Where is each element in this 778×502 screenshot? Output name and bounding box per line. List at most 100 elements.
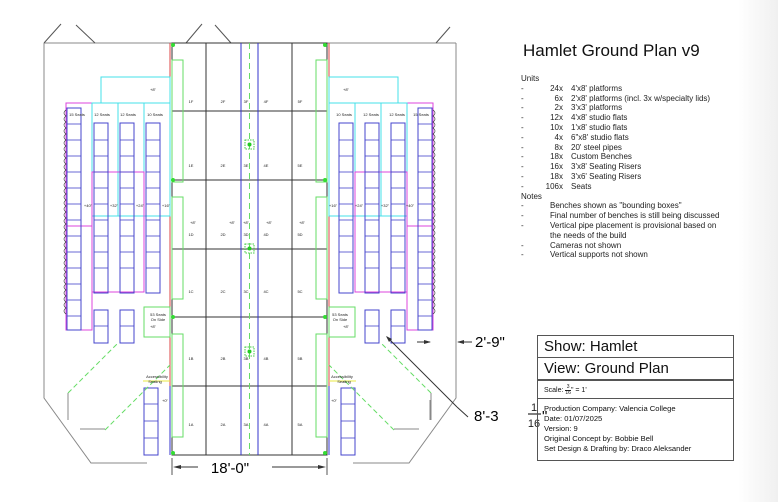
svg-text:+16": +16": [329, 203, 338, 208]
unit-desc: 2'x8' platforms (incl. 3x w/specialty li…: [571, 93, 711, 103]
unit-qty: 8x: [554, 142, 563, 152]
unit-qty: 10x: [550, 122, 563, 132]
bullet-dash: -: [521, 113, 524, 123]
svg-text:3B: 3B: [244, 356, 249, 361]
svg-text:Accessibility: Accessibility: [146, 374, 168, 379]
unit-desc: 20' steel pipes: [571, 142, 622, 152]
diagonal-dimension: 8'-3 1 16 ": [386, 336, 547, 430]
svg-text:": ": [542, 408, 547, 425]
svg-text:1B: 1B: [189, 356, 194, 361]
svg-text:5B: 5B: [298, 356, 303, 361]
bullet-dash: -: [521, 83, 524, 93]
drawing-title: Hamlet Ground Plan v9: [523, 41, 700, 60]
svg-text:+8": +8": [343, 87, 350, 92]
svg-text:3F: 3F: [244, 99, 249, 104]
svg-text:5F: 5F: [298, 99, 303, 104]
bullet-dash: -: [521, 201, 524, 211]
original-concept: Original Concept by: Bobbie Bell: [544, 434, 654, 443]
unit-desc: 3'x6' Seating Risers: [571, 171, 642, 181]
note-item: - Cameras not shown: [521, 241, 719, 251]
svg-text:3C: 3C: [243, 289, 248, 294]
note-text: the needs of the build: [550, 230, 627, 240]
unit-desc: 3'x3' platforms: [571, 103, 623, 113]
svg-text:3A: 3A: [244, 422, 249, 427]
unit-desc: 6"x8' studio flats: [571, 132, 629, 142]
left-seating: [63, 76, 171, 456]
bullet-dash: -: [521, 240, 524, 250]
note-text: Vertical pipe placement is provisional b…: [550, 220, 717, 230]
svg-text:1: 1: [531, 402, 537, 414]
svg-text:+8": +8": [266, 220, 273, 225]
seating-labels: +8" +8" 15 Seats 12 Seats 12 Seats 10 Se…: [69, 87, 429, 403]
left-curtain: [63, 109, 67, 315]
svg-text:Seating: Seating: [337, 379, 351, 384]
bullet-dash: -: [521, 181, 524, 191]
show-name: Show: Hamlet: [538, 336, 733, 358]
svg-text:Seating: Seating: [148, 379, 162, 384]
svg-text:5A: 5A: [298, 422, 303, 427]
stage-platforms: [169, 42, 330, 456]
svg-text:+40": +40": [84, 203, 93, 208]
unit-desc: 1'x8' studio flats: [571, 122, 628, 132]
svg-text:5C: 5C: [297, 289, 302, 294]
offset-dimension: 2'-9": [417, 334, 505, 351]
svg-text:12 Seats: 12 Seats: [94, 112, 110, 117]
svg-text:53 Seats: 53 Seats: [332, 312, 348, 317]
svg-text:+32": +32": [381, 203, 390, 208]
unit-qty: 18x: [550, 152, 563, 162]
unit-qty: 6x: [554, 93, 563, 103]
note-item: the needs of the build: [521, 231, 719, 241]
bullet-dash: -: [521, 162, 524, 172]
view-name: View: Ground Plan: [538, 358, 733, 380]
notes-list: -Benches shown as "bounding boxes"-Final…: [521, 201, 719, 260]
units-heading: Units: [521, 74, 540, 83]
unit-qty: 18x: [550, 171, 563, 181]
bullet-dash: -: [521, 103, 524, 113]
svg-text:2'-9": 2'-9": [475, 334, 505, 351]
svg-text:+24": +24": [355, 203, 364, 208]
svg-text:53 Seats: 53 Seats: [150, 312, 166, 317]
unit-desc: 4'x8' studio flats: [571, 113, 628, 123]
svg-text:4C: 4C: [263, 289, 268, 294]
unit-desc: 4'x8' platforms: [571, 83, 623, 93]
svg-text:10 Seats: 10 Seats: [147, 112, 163, 117]
unit-qty: 4x: [554, 132, 563, 142]
set-design: Set Design & Drafting by: Draco Aleksand…: [544, 444, 692, 453]
svg-text:18'-0": 18'-0": [211, 460, 249, 477]
svg-text:12 Seats: 12 Seats: [120, 112, 136, 117]
note-item: -Vertical supports not shown: [521, 250, 719, 260]
svg-text:On Side: On Side: [151, 317, 166, 322]
bullet-dash: -: [521, 171, 524, 181]
svg-text:+24": +24": [136, 203, 145, 208]
bullet-dash: -: [521, 211, 524, 221]
svg-text:+8": +8": [243, 220, 250, 225]
svg-text:1A: 1A: [189, 422, 194, 427]
svg-text:2D: 2D: [220, 232, 225, 237]
unit-desc: 3'x8' Seating Risers: [571, 162, 642, 172]
svg-text:12 Seats: 12 Seats: [363, 112, 379, 117]
note-text: Final number of benches is still being d…: [550, 211, 720, 221]
svg-text:15 Seats: 15 Seats: [69, 112, 85, 117]
production-info: Production Company: Valencia College Dat…: [538, 399, 733, 454]
svg-text:+16": +16": [162, 203, 171, 208]
unit-item: - 18x 3'x6' Seating Risers: [521, 172, 719, 182]
bullet-dash: -: [521, 93, 524, 103]
svg-text:Accessibility: Accessibility: [331, 374, 353, 379]
svg-text:On Side: On Side: [333, 317, 348, 322]
note-text: Cameras not shown: [550, 240, 622, 250]
svg-text:+8": +8": [190, 220, 197, 225]
production-company: Production Company: Valencia College: [544, 404, 676, 413]
svg-text:2A: 2A: [221, 422, 226, 427]
svg-text:4B: 4B: [264, 356, 269, 361]
svg-text:+0": +0": [162, 398, 169, 403]
svg-text:+8": +8": [299, 220, 306, 225]
svg-text:8'-3: 8'-3: [474, 408, 499, 425]
